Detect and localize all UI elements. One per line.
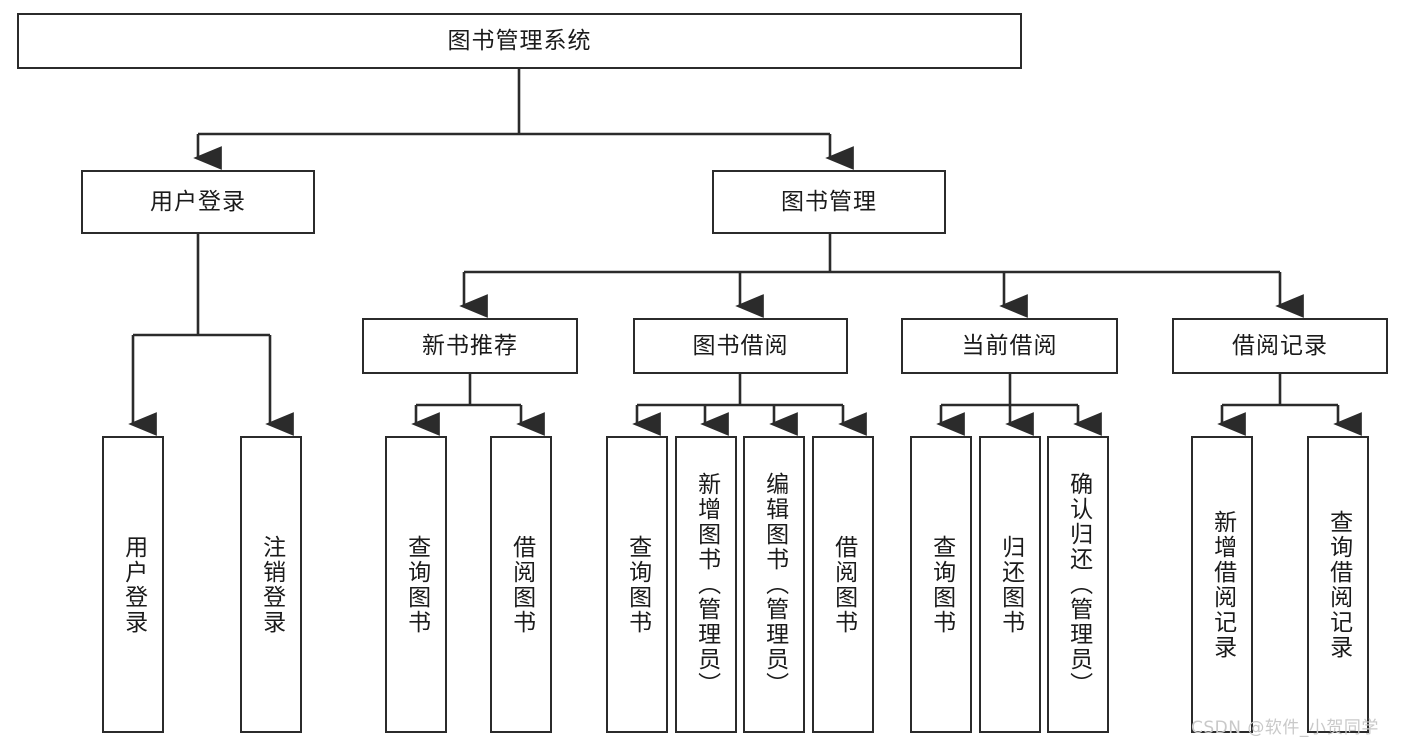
leaf-label: 借阅图书 xyxy=(508,534,535,635)
leaf-borrow-record-query-record[interactable]: 查询借阅记录 xyxy=(1307,436,1369,733)
leaf-label: 新增借阅记录 xyxy=(1209,509,1236,660)
leaf-new-book-borrow-book[interactable]: 借阅图书 xyxy=(490,436,552,733)
leaf-borrow-record-add-record[interactable]: 新增借阅记录 xyxy=(1191,436,1253,733)
node-book-borrow[interactable]: 图书借阅 xyxy=(633,318,848,374)
node-book-manage[interactable]: 图书管理 xyxy=(712,170,946,234)
leaf-label: 注销登录 xyxy=(258,534,285,635)
node-user-login[interactable]: 用户登录 xyxy=(81,170,315,234)
node-current-borrow[interactable]: 当前借阅 xyxy=(901,318,1118,374)
leaf-label: 新增图书（管理员） xyxy=(693,472,720,697)
leaf-user-login-login[interactable]: 用户登录 xyxy=(102,436,164,733)
leaf-current-borrow-confirm-return[interactable]: 确认归还（管理员） xyxy=(1047,436,1109,733)
node-root[interactable]: 图书管理系统 xyxy=(17,13,1022,69)
leaf-label: 查询图书 xyxy=(624,534,651,635)
leaf-label: 查询图书 xyxy=(928,534,955,635)
leaf-label: 确认归还（管理员） xyxy=(1065,472,1092,697)
leaf-label: 归还图书 xyxy=(997,534,1024,635)
node-borrow-record[interactable]: 借阅记录 xyxy=(1172,318,1388,374)
leaf-current-borrow-query-book[interactable]: 查询图书 xyxy=(910,436,972,733)
leaf-book-borrow-add-book[interactable]: 新增图书（管理员） xyxy=(675,436,737,733)
leaf-current-borrow-return-book[interactable]: 归还图书 xyxy=(979,436,1041,733)
leaf-user-login-logout[interactable]: 注销登录 xyxy=(240,436,302,733)
leaf-label: 查询借阅记录 xyxy=(1325,509,1352,660)
csdn-watermark: CSDN @软件_小贺同学 xyxy=(1191,718,1379,738)
leaf-label: 查询图书 xyxy=(403,534,430,635)
leaf-label: 用户登录 xyxy=(120,534,147,635)
leaf-new-book-query-book[interactable]: 查询图书 xyxy=(385,436,447,733)
node-new-book-recommend[interactable]: 新书推荐 xyxy=(362,318,578,374)
leaf-book-borrow-borrow-book[interactable]: 借阅图书 xyxy=(812,436,874,733)
leaf-book-borrow-query-book[interactable]: 查询图书 xyxy=(606,436,668,733)
leaf-label: 编辑图书（管理员） xyxy=(761,472,788,697)
leaf-book-borrow-edit-book[interactable]: 编辑图书（管理员） xyxy=(743,436,805,733)
leaf-label: 借阅图书 xyxy=(830,534,857,635)
